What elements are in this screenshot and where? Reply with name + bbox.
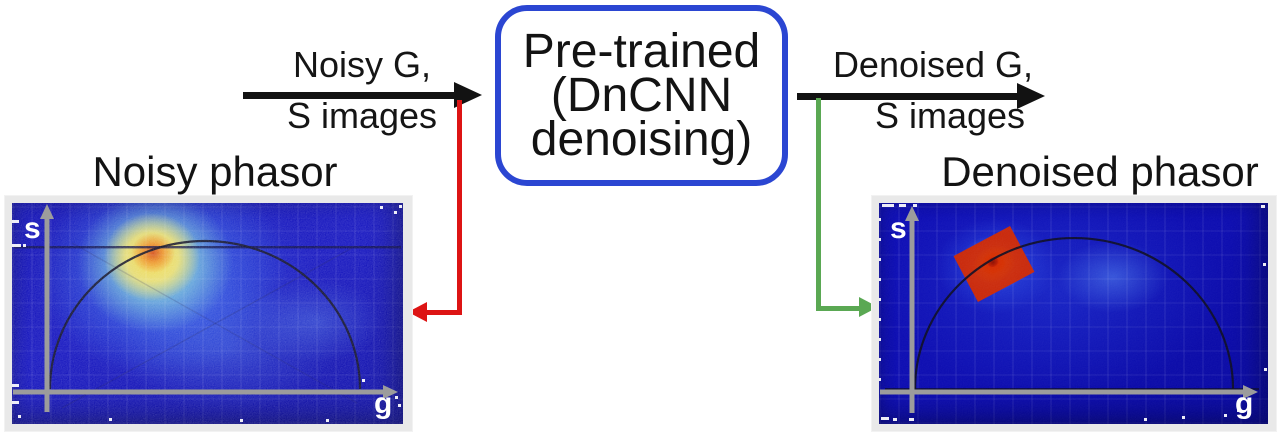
denoised-images-arrow [797, 93, 1019, 100]
red-arrow-vertical-segment [457, 100, 462, 315]
g-axis-arrowhead-icon [383, 385, 398, 399]
s-axis-arrowhead-icon [905, 206, 919, 221]
noisy-phasor-overlay [12, 203, 403, 424]
g-axis-label: g [374, 387, 393, 420]
green-arrow-horizontal-segment [816, 306, 860, 311]
denoised-phasor-title: Denoised phasor [941, 148, 1259, 195]
noisy-images-arrow [243, 92, 456, 99]
white-speckles [18, 205, 402, 422]
axis-ticks [879, 218, 881, 381]
s-axis-arrowhead-icon [40, 204, 54, 219]
s-axis-label: s [890, 212, 907, 245]
denoised-images-arrowhead-icon [1017, 83, 1045, 109]
denoised-phasor-plot: s g [872, 196, 1276, 431]
axis-ticks [12, 220, 26, 404]
green-arrow-vertical-segment [816, 98, 821, 311]
g-axis-label: g [1235, 387, 1254, 420]
noise-texture [879, 203, 1268, 424]
red-arrowhead-icon [408, 302, 427, 322]
noisy-gs-label-line1: Noisy G, [292, 44, 432, 85]
noisy-phasor-plot: s g [5, 196, 412, 431]
denoised-phasor-overlay [879, 203, 1268, 424]
pretrained-dncnn-box: Pre-trained (DnCNN denoising) [495, 5, 788, 186]
s-axis-label: s [24, 212, 41, 245]
noisy-phasor-heatmap: s g [12, 203, 403, 424]
denoised-gs-label-line2: S images [874, 95, 1026, 136]
dncnn-box-line1: Pre-trained [522, 24, 761, 78]
g-axis-arrowhead-icon [1243, 385, 1258, 399]
white-speckles [881, 204, 1267, 421]
dncnn-box-line2: (DnCNN [550, 68, 733, 122]
denoised-phasor-heatmap: s g [879, 203, 1268, 424]
noisy-gs-label-line2: S images [286, 95, 438, 136]
dncnn-box-line3: denoising) [530, 112, 753, 166]
denoised-gs-label-line1: Denoised G, [832, 44, 1034, 85]
noise-texture [12, 203, 403, 424]
noisy-phasor-title: Noisy phasor [92, 148, 338, 195]
red-arrow-horizontal-segment [425, 310, 462, 315]
